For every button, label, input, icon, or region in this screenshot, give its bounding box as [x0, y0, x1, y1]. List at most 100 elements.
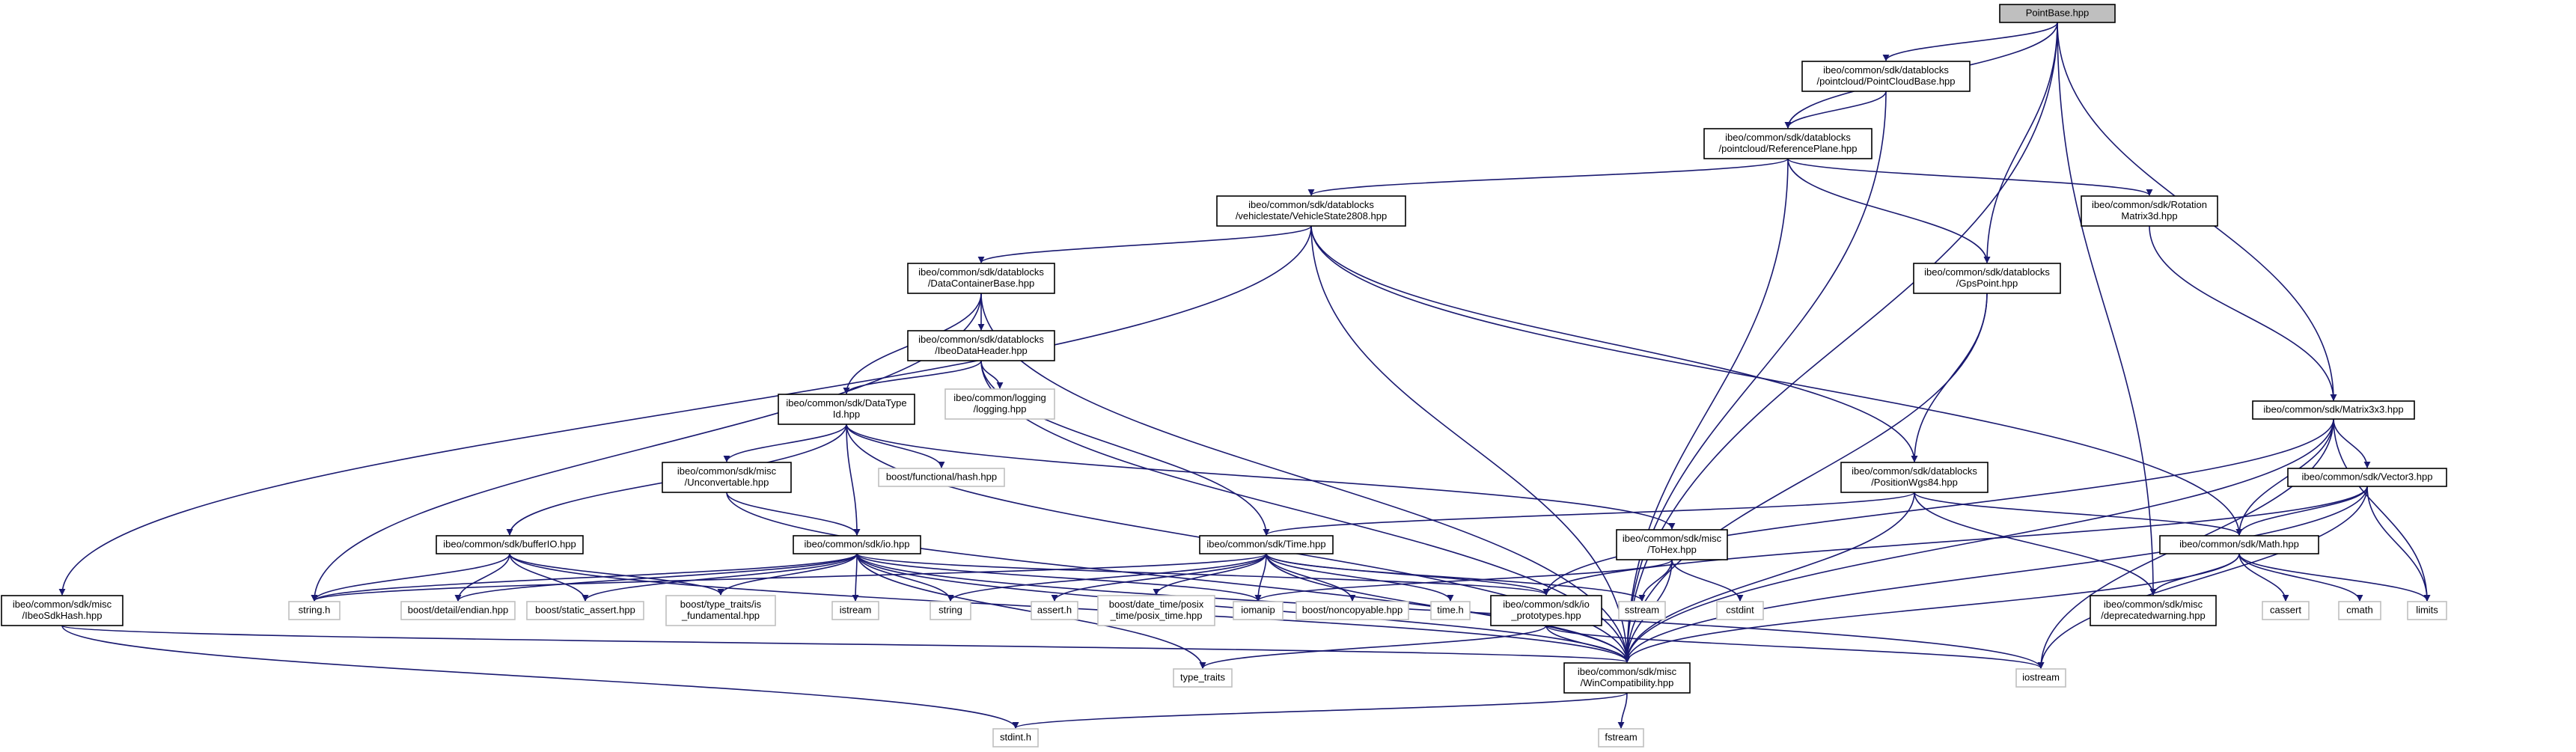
- node-box-mathhpp: [2159, 535, 2319, 554]
- node-box-deprecated: [2090, 595, 2217, 626]
- node-box-positionwgs84: [1840, 462, 1989, 493]
- node-box-vehiclestate: [1216, 195, 1406, 227]
- node-label: ibeo/common/sdk/datablocks: [918, 266, 1044, 278]
- edge-mathhpp-to-cassert: [2238, 553, 2289, 602]
- node-cmath: cmath: [2338, 601, 2381, 620]
- node-sstream: sstream: [1618, 601, 1666, 620]
- edge-tohex-to-sstream: [1638, 559, 1673, 602]
- node-datacontainer[interactable]: ibeo/common/sdk/datablocks/DataContainer…: [907, 263, 1055, 294]
- node-label: /Unconvertable.hpp: [685, 477, 769, 488]
- node-string: string: [930, 601, 971, 620]
- node-label: string.h: [299, 604, 331, 615]
- nodes-layer: PointBase.hppibeo/common/sdk/datablocks/…: [1, 4, 2447, 748]
- node-box-sstream: [1618, 601, 1666, 620]
- edge-iohpp-to-staticassert: [582, 553, 858, 602]
- node-box-typetraits: [1173, 668, 1233, 688]
- node-box-ioprototypes: [1490, 595, 1602, 626]
- node-box-isfundamental: [665, 595, 776, 626]
- edge-pointbase-to-wincompat: [1623, 22, 2058, 663]
- node-box-asserth: [1031, 601, 1078, 620]
- node-ioprototypes[interactable]: ibeo/common/sdk/io_prototypes.hpp: [1490, 595, 1602, 626]
- node-positionwgs84[interactable]: ibeo/common/sdk/datablocks/PositionWgs84…: [1840, 462, 1989, 493]
- node-label: ibeo/common/logging: [953, 392, 1046, 403]
- node-box-cmath: [2338, 601, 2381, 620]
- node-label: ibeo/common/sdk/DataType: [786, 397, 906, 409]
- node-label: /GpsPoint.hpp: [1956, 278, 2018, 289]
- node-label: /deprecatedwarning.hpp: [2101, 610, 2206, 621]
- node-wincompat[interactable]: ibeo/common/sdk/misc/WinCompatibility.hp…: [1563, 662, 1691, 694]
- node-box-rotation: [2081, 195, 2218, 227]
- node-referenceplane[interactable]: ibeo/common/sdk/datablocks/pointcloud/Re…: [1703, 128, 1873, 159]
- node-vehiclestate[interactable]: ibeo/common/sdk/datablocks/vehiclestate/…: [1216, 195, 1406, 227]
- node-iohpp[interactable]: ibeo/common/sdk/io.hpp: [793, 535, 921, 554]
- edge-pointbase-to-pointcloudbase: [1882, 22, 2058, 61]
- node-isfundamental: boost/type_traits/is_fundamental.hpp: [665, 595, 776, 626]
- node-label: ibeo/common/sdk/datablocks: [1248, 199, 1374, 210]
- node-box-timehpp: [1199, 535, 1334, 554]
- node-noncopyable: boost/noncopyable.hpp: [1295, 601, 1409, 620]
- node-box-fstream: [1598, 728, 1644, 748]
- node-label: type_traits: [1180, 671, 1225, 682]
- node-label: boost/functional/hash.hpp: [886, 471, 997, 482]
- node-deprecated[interactable]: ibeo/common/sdk/misc/deprecatedwarning.h…: [2090, 595, 2217, 626]
- node-fstream: fstream: [1598, 728, 1644, 748]
- node-label: iostream: [2022, 671, 2060, 682]
- node-label: sstream: [1625, 604, 1659, 615]
- node-unconvertable[interactable]: ibeo/common/sdk/misc/Unconvertable.hpp: [662, 462, 792, 493]
- edge-bufferio-to-staticassert: [509, 553, 589, 602]
- edge-matrix3x3-to-wincompat: [1623, 418, 2334, 663]
- node-mathhpp[interactable]: ibeo/common/sdk/Math.hpp: [2159, 535, 2319, 554]
- edge-vector3-to-mathhpp: [2235, 486, 2368, 536]
- node-cstdint: cstdint: [1716, 601, 1764, 620]
- edge-iohpp-to-stringh: [311, 553, 858, 602]
- edge-iohpp-to-ioprototypes: [856, 553, 1550, 596]
- node-label: Matrix3d.hpp: [2121, 210, 2177, 221]
- node-vector3[interactable]: ibeo/common/sdk/Vector3.hpp: [2287, 468, 2447, 487]
- node-tohex[interactable]: ibeo/common/sdk/misc/ToHex.hpp: [1616, 529, 1728, 560]
- node-timehpp[interactable]: ibeo/common/sdk/Time.hpp: [1199, 535, 1334, 554]
- edge-datatypeid-to-boosthash: [846, 424, 945, 468]
- node-logging: ibeo/common/logging/logging.hpp: [944, 388, 1055, 420]
- node-label: _fundamental.hpp: [681, 610, 760, 621]
- node-box-pointcloudbase: [1801, 61, 1971, 92]
- node-box-istream: [831, 601, 879, 620]
- edge-sdkhash-to-stdinth: [61, 625, 1019, 729]
- edge-vehiclestate-to-sdkhash: [58, 225, 1312, 596]
- node-pointcloudbase[interactable]: ibeo/common/sdk/datablocks/pointcloud/Po…: [1801, 61, 1971, 92]
- node-iomanip: iomanip: [1233, 601, 1284, 620]
- edge-matrix3x3-to-ioprototypes: [1542, 418, 2334, 596]
- node-label: limits: [2416, 604, 2438, 615]
- node-label: /IbeoDataHeader.hpp: [935, 345, 1028, 356]
- node-box-iomanip: [1233, 601, 1284, 620]
- node-box-referenceplane: [1703, 128, 1873, 159]
- node-label: /IbeoSdkHash.hpp: [22, 610, 103, 621]
- edge-pointbase-to-gpspoint: [1983, 22, 2058, 263]
- node-label: fstream: [1605, 731, 1637, 742]
- edge-bufferio-to-stringh: [311, 553, 510, 602]
- edge-referenceplane-to-gpspoint: [1787, 158, 1991, 263]
- node-label: time.h: [1437, 604, 1463, 615]
- node-ibeodataheader[interactable]: ibeo/common/sdk/datablocks/IbeoDataHeade…: [907, 330, 1055, 361]
- node-label: /WinCompatibility.hpp: [1581, 677, 1674, 688]
- node-gpspoint[interactable]: ibeo/common/sdk/datablocks/GpsPoint.hpp: [1913, 263, 2061, 294]
- edge-referenceplane-to-vehiclestate: [1307, 158, 1789, 196]
- edge-vector3-to-ioprototypes: [1542, 486, 2368, 596]
- node-matrix3x3[interactable]: ibeo/common/sdk/Matrix3x3.hpp: [2252, 400, 2415, 420]
- edge-vehiclestate-to-positionwgs84: [1310, 225, 1918, 462]
- node-pointbase[interactable]: PointBase.hpp: [1999, 4, 2116, 23]
- edge-wincompat-to-stdinth: [1012, 692, 1628, 729]
- edge-timehpp-to-string: [947, 553, 1267, 602]
- edge-sdkhash-to-wincompat: [61, 625, 1630, 663]
- node-label: /vehiclestate/VehicleState2808.hpp: [1236, 210, 1387, 221]
- node-label: ibeo/common/sdk/datablocks: [1852, 465, 1977, 477]
- node-box-matrix3x3: [2252, 400, 2415, 420]
- node-sdkhash[interactable]: ibeo/common/sdk/misc/IbeoSdkHash.hpp: [1, 595, 123, 626]
- node-label: ibeo/common/sdk/datablocks: [1823, 64, 1949, 76]
- edge-iohpp-to-iomanip: [856, 553, 1262, 602]
- node-label: ibeo/common/sdk/misc: [1578, 666, 1677, 677]
- edge-timehpp-to-stringh: [311, 553, 1267, 602]
- node-bufferio[interactable]: ibeo/common/sdk/bufferIO.hpp: [436, 535, 584, 554]
- node-label: string: [938, 604, 962, 615]
